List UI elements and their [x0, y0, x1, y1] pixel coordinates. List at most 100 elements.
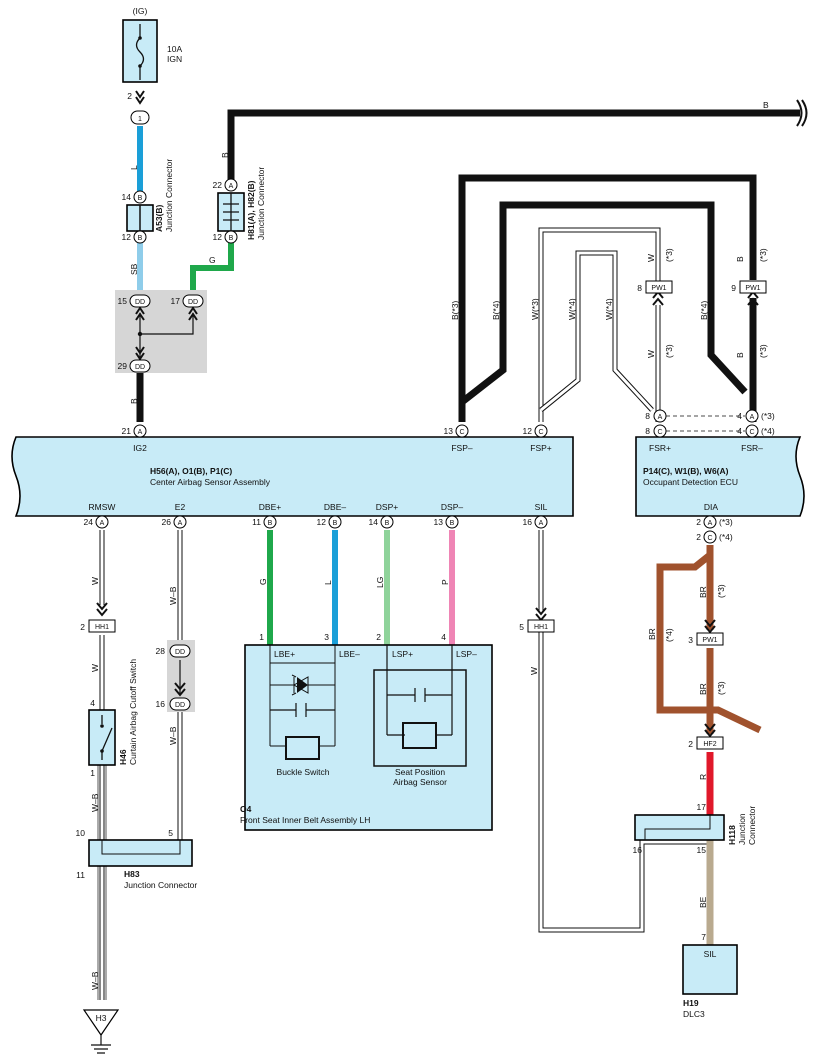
h83-code: H83	[124, 869, 140, 879]
wire-label: (*3)	[758, 248, 768, 262]
h118-pin-16: 16	[633, 845, 643, 855]
dd2-pin-top	[169, 644, 191, 658]
h83-bus	[101, 840, 181, 855]
belt-term-lbe-minus: LBE–	[339, 649, 360, 659]
hh1-arrow-icon	[96, 602, 108, 617]
center-top-pin-num: 21	[122, 426, 132, 436]
wire-label: W	[90, 664, 100, 672]
wire-break-mark	[796, 99, 803, 127]
fuse-conn-pin: 1	[138, 116, 142, 123]
fuse-arrow-icon	[135, 90, 145, 105]
ecu-term-dia: DIA	[704, 502, 719, 512]
h81-title: H81(A), H82(B)	[246, 180, 256, 240]
wire-label: W	[646, 254, 656, 262]
ecu-name: Occupant Detection ECU	[643, 477, 738, 487]
center-bottom-terminal-name: DSP–	[441, 502, 463, 512]
wire-label: G	[209, 255, 216, 265]
center-bottom-pin	[445, 515, 459, 529]
wire-label: W(*4)	[567, 298, 577, 320]
h3-name: H3	[96, 1013, 107, 1023]
wire-label: BR	[698, 683, 708, 695]
center-sensor-name: Center Airbag Sensor Assembly	[150, 477, 271, 487]
hh1-right-box	[527, 619, 555, 633]
center-bottom-pin-letter: A	[178, 520, 183, 527]
ecu-dia-num: 2	[696, 517, 701, 527]
wire-label: W	[90, 577, 100, 585]
h118-name-2: Connector	[747, 806, 757, 845]
ground-icon	[91, 1035, 111, 1054]
wire-label: G	[258, 578, 268, 585]
capacitor-icon	[270, 703, 335, 717]
wire-sil2	[539, 632, 708, 932]
fuse-conn-pill	[130, 110, 150, 125]
belt-name: Front Seat Inner Belt Assembly LH	[240, 815, 370, 825]
wire-label: L	[323, 580, 333, 585]
h81-letter-top: A	[229, 183, 234, 190]
wire-label: W–B	[90, 971, 100, 990]
wire-label: (*4)	[664, 628, 674, 642]
dd2-label: DD	[175, 702, 185, 709]
hh1-left-pin: 2	[80, 622, 85, 632]
ecu-pin-letter: C	[749, 429, 754, 436]
h81-letter-bottom: B	[229, 235, 234, 242]
center-top-pin	[455, 424, 469, 438]
pw1-left-name: PW1	[651, 285, 666, 292]
center-bottom-pin-letter: B	[268, 520, 273, 527]
wire-label: W(*4)	[604, 298, 614, 320]
seat-position-label-2: Airbag Sensor	[393, 777, 447, 787]
ecu-pin-note: (*3)	[761, 411, 775, 421]
center-bottom-pin	[263, 515, 277, 529]
wire-label: W–B	[168, 586, 178, 605]
center-bottom-pin-num: 26	[162, 517, 172, 527]
wire-w-fsp3	[539, 228, 660, 422]
buckle-switch-label: Buckle Switch	[277, 767, 330, 777]
center-top-pin	[534, 424, 548, 438]
center-bottom-pin-num: 24	[84, 517, 94, 527]
wire-label: LG	[375, 577, 385, 588]
dd-pin-right: 17	[171, 296, 181, 306]
dd-arrow-icon	[188, 306, 198, 321]
wire-break-mark	[801, 99, 808, 127]
hh1-right-name: HH1	[534, 624, 548, 631]
dd2-pin-top-num: 28	[156, 646, 166, 656]
ecu-dia-num: 2	[696, 532, 701, 542]
dd-arrow-icon	[135, 346, 145, 361]
ecu-pin-note: (*4)	[761, 426, 775, 436]
h19-code: H19	[683, 998, 699, 1008]
wire-label: B	[735, 352, 745, 358]
a53-pin-top-num: 14	[122, 192, 132, 202]
wires-layer	[97, 99, 808, 1000]
wire-label: BE	[698, 896, 708, 908]
fuse-dot	[138, 36, 142, 40]
center-bottom-pin-letter: B	[333, 520, 338, 527]
center-bottom-pin-num: 11	[252, 517, 261, 527]
wire-sil2-outline	[538, 632, 709, 933]
h46-pin-top: 4	[90, 698, 95, 708]
h46-contact	[100, 749, 104, 753]
h19-name: DLC3	[683, 1009, 705, 1019]
wire-label: (*3)	[664, 248, 674, 262]
belt-pin-2: 2	[376, 632, 381, 642]
center-top-pin-letter: C	[538, 429, 543, 436]
ecu-dia-pin	[703, 530, 717, 544]
h81-pin-bottom-num: 12	[213, 232, 223, 242]
center-bottom-pin	[380, 515, 394, 529]
wire-label: (*3)	[664, 344, 674, 358]
center-airbag-sensor	[11, 436, 574, 517]
belt-pin-3: 3	[324, 632, 329, 642]
fuse-ig-label: (IG)	[133, 6, 148, 16]
ecu-pin-num: 8	[645, 411, 650, 421]
a53-title: A53(B)	[154, 204, 164, 232]
h81-pin-bottom	[224, 230, 238, 244]
h118-box	[634, 814, 725, 841]
hh1-left-name: HH1	[95, 624, 109, 631]
h118-code: H118	[727, 825, 737, 845]
h81-pin-top	[224, 178, 238, 192]
h19-term: SIL	[704, 949, 717, 959]
ecu-pin-num: 4	[737, 411, 742, 421]
dd2-label: DD	[175, 649, 185, 656]
ecu-title: P14(C), W1(B), W6(A)	[643, 466, 729, 476]
seat-position-circuit	[386, 645, 453, 736]
